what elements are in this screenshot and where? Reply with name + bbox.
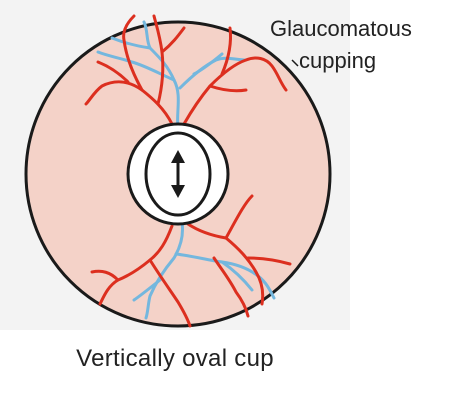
vein-upper-left-branch bbox=[110, 36, 152, 50]
vertical-double-arrow-icon bbox=[171, 150, 185, 198]
artery-upper-topleft bbox=[122, 14, 144, 92]
annotation-pointer bbox=[291, 59, 299, 67]
artery-upper-top-branch bbox=[160, 26, 186, 54]
artery-upper-farright bbox=[208, 84, 248, 93]
blood-vessels bbox=[84, 14, 292, 328]
artery-lower-right-sub bbox=[212, 256, 250, 318]
artery-lower-center bbox=[148, 258, 192, 328]
artery-upper-right-branch bbox=[220, 26, 232, 76]
artery-upper-right bbox=[182, 56, 288, 126]
figure-caption: Vertically oval cup bbox=[76, 345, 274, 372]
artery-lower-left bbox=[98, 224, 174, 306]
veins bbox=[96, 20, 276, 320]
vein-lower-right bbox=[174, 252, 276, 300]
annotation-line-2: cupping bbox=[299, 48, 376, 73]
artery-upper-left-branch bbox=[96, 60, 130, 84]
annotation-line-1: Glaucomatous bbox=[270, 16, 412, 41]
arteries bbox=[84, 14, 292, 328]
artery-lower-right-main bbox=[224, 236, 265, 306]
vein-lower-right-branch bbox=[220, 260, 254, 292]
vein-lower-left-branch bbox=[132, 278, 162, 302]
artery-lower-far-right bbox=[246, 256, 292, 266]
vein-upper-right-branch bbox=[192, 52, 224, 76]
artery-lower-left-branch bbox=[90, 269, 120, 282]
